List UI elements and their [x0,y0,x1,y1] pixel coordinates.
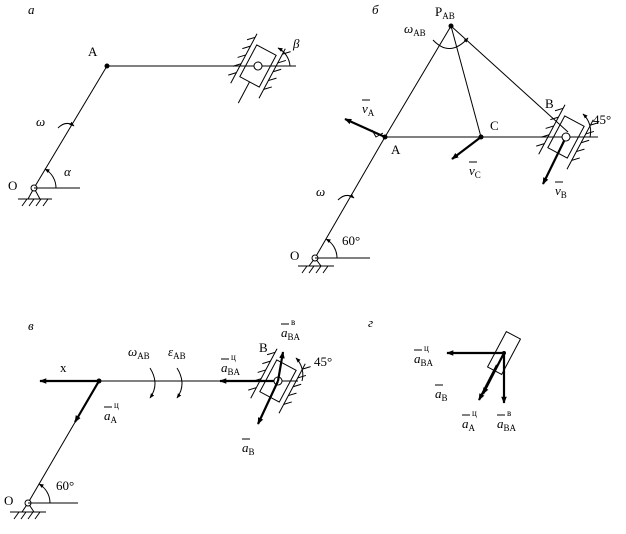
svg-text:ц: ц [424,343,429,353]
accel-aA-n-arrow [74,380,100,423]
line-P-C [450,25,482,138]
point-P [448,23,454,29]
label-aBA-n: aBA ц [414,343,434,368]
beta-arc [277,47,291,67]
svg-text:в: в [291,317,295,327]
label-aB: aB [435,384,448,403]
svg-text:ц: ц [472,408,477,418]
panel-g: г aBA ц aB aA ц aBA в [368,315,522,433]
alpha-arc [44,168,57,189]
svg-text:vA: vA [362,101,375,118]
label-C: C [490,118,499,133]
svg-text:aBA: aBA [414,351,434,368]
panel-b: б [290,2,611,274]
label-epsAB: εAB [168,344,186,361]
angle45-arc [582,113,592,138]
label-x: x [60,360,67,375]
panel-a: а [8,2,300,207]
accel-aBA-t-arrow [276,351,285,382]
label-omega: ω [36,114,45,129]
angle60-arc [325,238,338,259]
label-B: B [259,340,268,355]
svg-text:ц: ц [231,352,236,362]
label-aB: aB [242,438,255,457]
velocity-vC-arrow [451,136,482,160]
svg-text:aA: aA [104,408,118,425]
panel-g-letter: г [368,315,373,330]
label-omegaAB: ωAB [404,21,426,38]
label-aBA-n: aBA ц [221,352,241,377]
epsAB-arc [176,367,183,399]
label-O: O [4,493,13,508]
line-P-A [384,25,452,138]
angle60-arc [38,483,51,504]
label-angle45: 45° [593,112,611,127]
label-omega: ω [316,184,325,199]
svg-text:ц: ц [114,400,119,410]
label-vA: vA [362,99,375,118]
svg-text:vB: vB [555,183,567,200]
label-aBA-t: aBA в [281,317,301,342]
svg-text:в: в [507,408,511,418]
label-B: B [545,96,554,111]
joint-A [104,63,110,69]
svg-text:aA: aA [462,416,476,433]
label-O: O [8,178,17,193]
velocity-vA-arrow [344,117,386,139]
label-vC: vC [469,161,481,180]
label-angle45: 45° [314,354,332,369]
label-angle60: 60° [56,478,74,493]
line-P-B [450,25,569,133]
slider-B-icon [228,33,291,104]
label-alpha: α [64,164,72,179]
label-A: A [391,142,401,157]
panel-a-letter: а [28,2,35,17]
label-O: O [290,248,299,263]
label-vB: vB [555,181,567,200]
accel-aA-n-arrow [478,364,498,401]
panel-v-letter: в [28,318,34,333]
velocity-vB-arrow [542,136,567,185]
accel-aB-arrow [257,380,279,425]
omega-arrow [57,121,75,129]
svg-text:aB: aB [435,386,448,403]
omega-arrow [337,193,355,201]
svg-text:aBA: aBA [281,325,301,342]
svg-text:aBA: aBA [497,416,517,433]
svg-text:vC: vC [469,163,481,180]
crank-OA [33,65,108,189]
omegaAB-arc [149,367,156,399]
svg-text:aB: aB [242,440,255,457]
label-angle60: 60° [342,233,360,248]
label-beta: β [292,36,300,51]
label-aA-n: aA ц [462,408,477,433]
omegaAB-arc [432,37,469,49]
slider-B-icon [536,104,599,170]
label-aBA-t: aBA в [497,408,517,433]
angle45-arc [295,357,304,382]
svg-text:aBA: aBA [221,360,241,377]
panel-b-letter: б [372,2,379,17]
label-P: PAB [435,4,455,21]
label-aA-n: aA ц [104,400,119,425]
panel-v: в [4,317,332,520]
label-A: A [88,44,98,59]
label-omegaAB: ωAB [128,344,150,361]
